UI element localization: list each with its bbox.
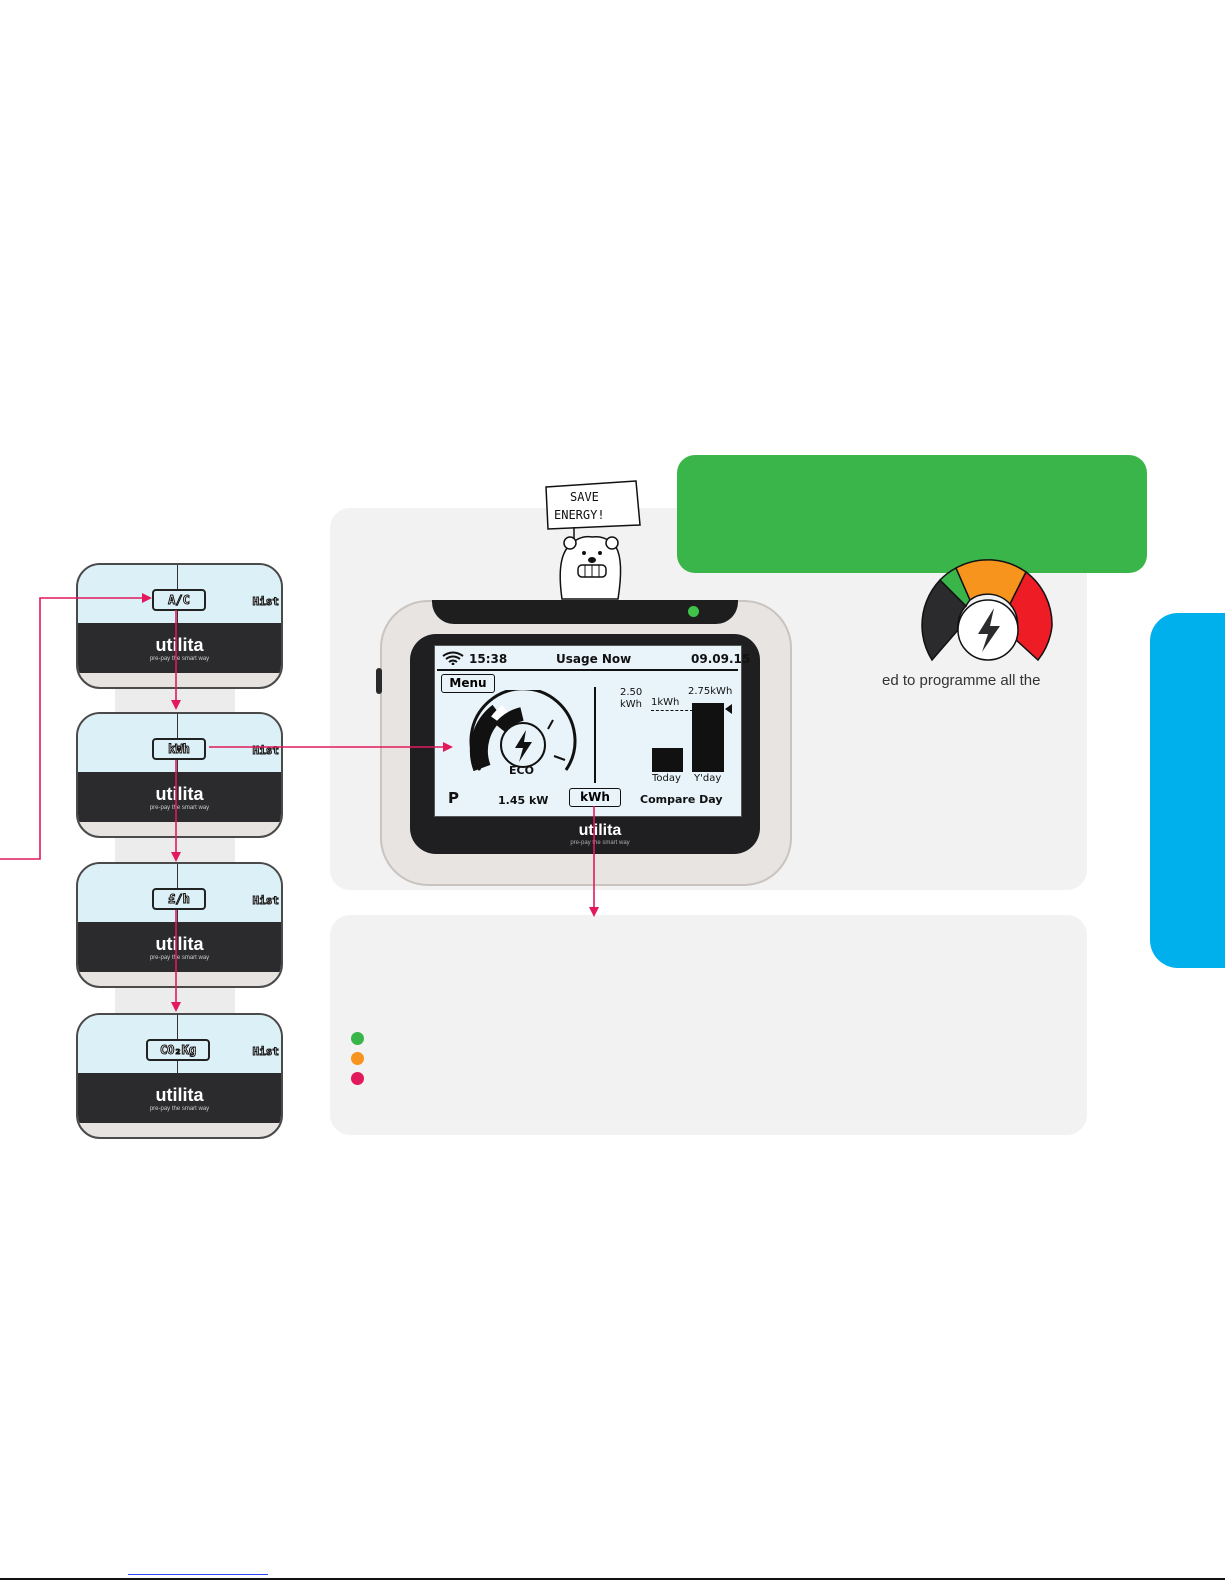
screen-divider [594,687,596,783]
mini-screen-co2[interactable]: CO₂Kg Hist utilita pre-pay the smart way [76,1013,283,1139]
bar-yday-label: Y'day [694,773,722,784]
tagline: pre-pay the smart way [149,805,210,811]
brand-logo: utilita [155,635,204,655]
mini-screen-ac[interactable]: A/C Hist utilita pre-pay the smart way [76,563,283,689]
history-axis-value: 2.50 [620,687,643,698]
bear-sign-line2: ENERGY! [554,508,605,522]
brand-logo: utilita [155,934,204,954]
unit-label: CO₂Kg [146,1039,210,1061]
bar-today [652,748,683,772]
status-divider [437,669,738,671]
clock-time: 15:38 [469,652,508,666]
menu-button[interactable]: Menu [441,674,495,693]
wifi-icon [442,651,464,665]
device-top-strip [432,600,738,624]
pointer-left-icon [725,704,732,714]
compare-day-button[interactable]: Compare Day [640,793,723,806]
mini-screen-cost[interactable]: £/h Hist utilita pre-pay the smart way [76,862,283,988]
brand-logo: utilita [155,1085,204,1105]
bar-yesterday [692,703,724,772]
legend-dot-red [351,1072,364,1085]
history-guide-line [651,710,693,711]
tagline: pre-pay the smart way [149,656,210,662]
hist-label: Hist [252,595,279,609]
bear-sign-line1: SAVE [570,490,599,504]
info-panel [330,915,1087,1135]
tagline: pre-pay the smart way [149,1106,210,1112]
legend-dot-green [351,1032,364,1045]
hist-label: Hist [252,894,279,908]
unit-label: kWh [152,738,206,760]
unit-toggle-button[interactable]: kWh [569,788,621,807]
bar-today-label: Today [652,773,681,784]
gauge-caption: ed to programme all the [882,672,1041,689]
history-axis-unit: kWh [620,699,643,710]
hist-label: Hist [252,1045,279,1059]
device-tagline: pre-pay the smart way [570,840,630,846]
footer-link[interactable] [128,1574,268,1575]
side-button[interactable] [376,668,382,694]
side-tab[interactable] [1150,613,1225,968]
gauge-label: ECO [509,764,534,777]
footer-rule [0,1578,1225,1580]
energy-gauge-icon [921,559,1053,662]
tagline: pre-pay the smart way [149,955,210,961]
legend-dot-orange [351,1052,364,1065]
brand-logo: utilita [155,784,204,804]
green-callout [677,455,1147,573]
mini-screen-kwh[interactable]: kWh Hist utilita pre-pay the smart way [76,712,283,838]
power-reading: 1.45 kW [498,794,549,807]
payment-mode: P [448,789,459,807]
screen-date: 09.09.15 [691,652,751,666]
history-top-value: 2.75kWh [688,686,733,697]
unit-label: £/h [152,888,206,910]
bear-mascot-icon: SAVE ENERGY! [545,480,641,600]
history-guide-label: 1kWh [651,697,680,708]
screen-title: Usage Now [556,652,632,666]
device-logo: utilita [578,822,622,839]
usage-gauge [469,690,577,772]
status-led [688,606,699,617]
unit-label: A/C [152,589,206,611]
